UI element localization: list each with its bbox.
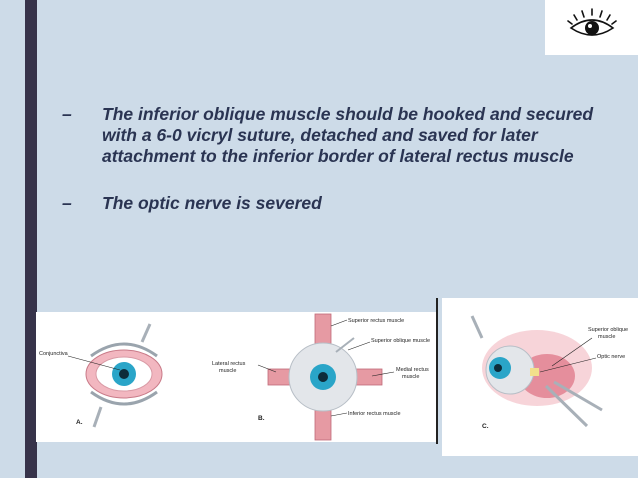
bullet-marker: –: [62, 193, 72, 213]
surgical-illustration-ab: Conjunctiva A. Superior rectus muscle Su…: [39, 313, 430, 441]
label-panel-b: B.: [258, 415, 265, 422]
label-lateral-rectus-muscle: muscle: [219, 368, 236, 374]
bullet-item: – The optic nerve is severed: [62, 193, 622, 214]
figure-divider: [436, 298, 438, 444]
label-conjunctiva: Conjunctiva: [39, 351, 69, 357]
label-superior-oblique: Superior oblique muscle: [371, 338, 430, 344]
eye-icon: [567, 8, 617, 36]
logo-box: [545, 0, 638, 55]
bullet-marker: –: [62, 104, 72, 124]
bullet-list: – The inferior oblique muscle should be …: [62, 104, 622, 214]
illustration-panel-b: [257, 313, 395, 441]
illustration-panel-a: [67, 323, 163, 428]
label-medial-rectus-muscle: muscle: [402, 374, 419, 380]
figure-panel-ab: Conjunctiva A. Superior rectus muscle Su…: [36, 312, 436, 442]
label-lateral-rectus: Lateral rectus: [212, 361, 246, 367]
label-superior-rectus: Superior rectus muscle: [348, 318, 404, 324]
label-c-superior-oblique: Superior oblique: [588, 327, 628, 333]
surgical-illustration-c: Superior oblique muscle Optic nerve C.: [470, 315, 628, 430]
label-optic-nerve: Optic nerve: [597, 354, 625, 360]
label-c-superior-oblique-muscle: muscle: [598, 334, 615, 340]
bullet-text: The optic nerve is severed: [102, 193, 322, 213]
figure-panel-c: Superior oblique muscle Optic nerve C.: [442, 298, 638, 456]
left-accent-bar: [25, 0, 37, 478]
illustration-panel-c: [470, 315, 603, 428]
bullet-item: – The inferior oblique muscle should be …: [62, 104, 622, 167]
bullet-text: The inferior oblique muscle should be ho…: [102, 104, 594, 166]
label-panel-a: A.: [76, 419, 83, 426]
label-medial-rectus: Medial rectus: [396, 367, 429, 373]
label-inferior-rectus: Inferior rectus muscle: [348, 411, 401, 417]
label-panel-c: C.: [482, 423, 489, 430]
